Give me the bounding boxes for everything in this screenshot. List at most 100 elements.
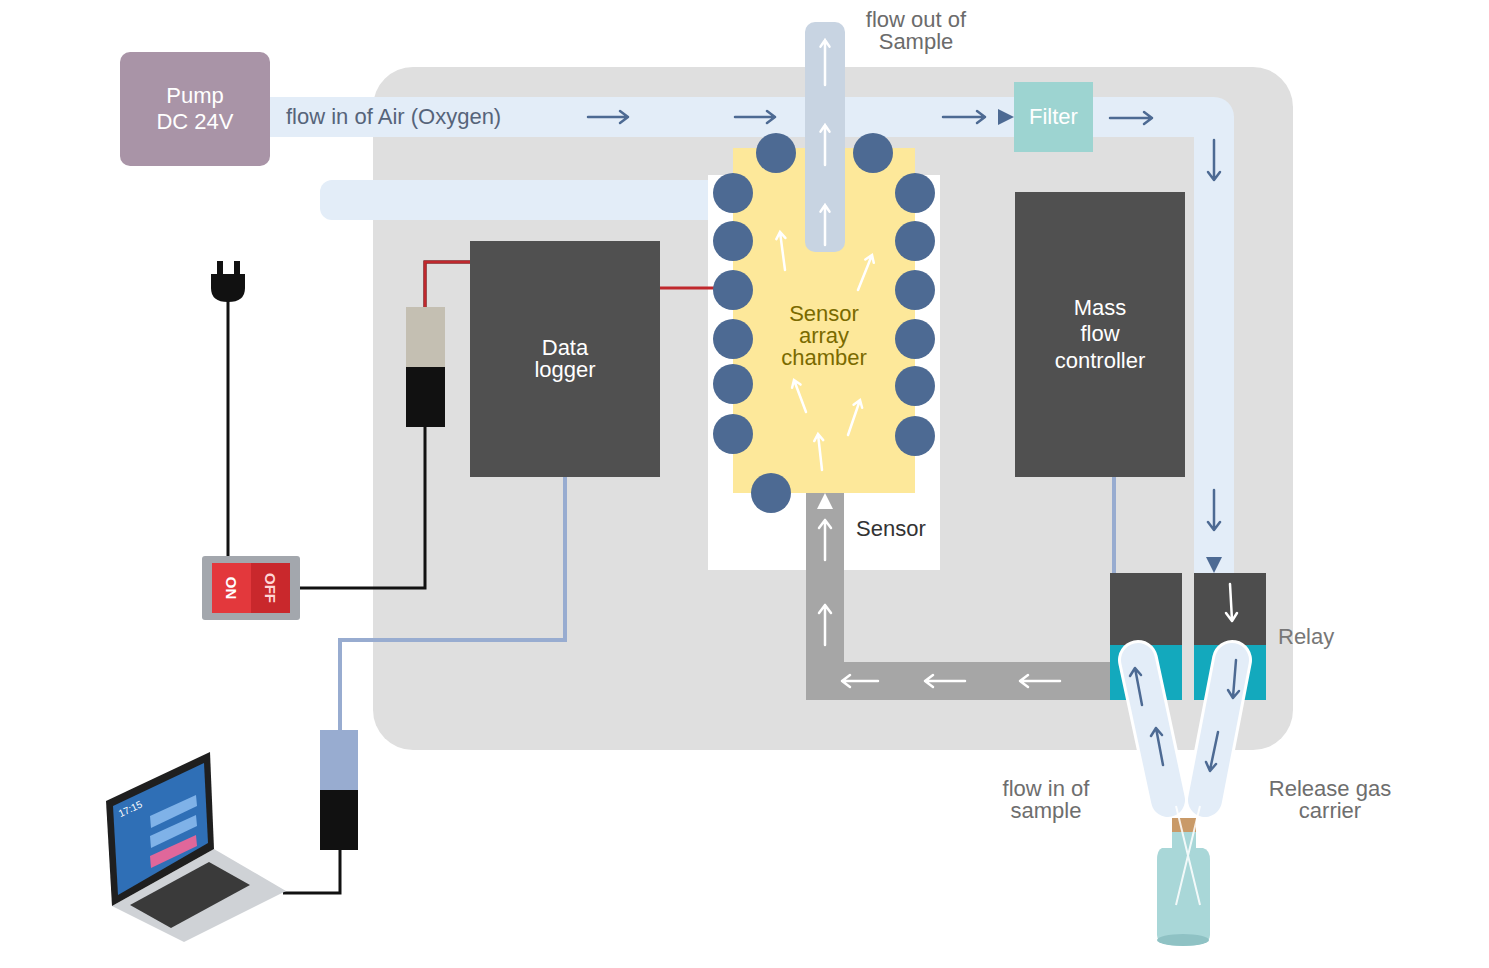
gas-sensor [853, 133, 893, 173]
plug-prong [217, 261, 223, 276]
flow-arrow [814, 434, 823, 470]
bottle-body [1157, 848, 1210, 946]
flow-arrow [1206, 732, 1218, 771]
outflow-label: flow out of Sample [851, 9, 981, 53]
usb-plug [320, 730, 358, 790]
gas-sensor [895, 173, 935, 213]
gas-sensor [895, 366, 935, 406]
flow-arrow [1110, 112, 1152, 124]
gas-sensor [713, 173, 753, 213]
plug-prong [234, 261, 240, 276]
gas-sensor [713, 270, 753, 310]
usb-cable [340, 477, 565, 730]
node-label: Relay [1278, 626, 1334, 648]
flow-arrow [819, 605, 831, 645]
chamber-parts [713, 22, 935, 513]
pump-box: Pump DC 24V [120, 52, 270, 166]
flow-arrow [792, 380, 806, 412]
sensor-label: Sensor [856, 518, 926, 540]
flow-arrow [820, 40, 829, 85]
flow-pipe [270, 97, 1014, 137]
bottle-base [1157, 934, 1209, 946]
relay-coil [1110, 573, 1182, 645]
power-adapter [406, 307, 445, 367]
flow-arrow [858, 255, 874, 290]
flow-arrow [776, 232, 785, 270]
text-group: Sensor array chamber [774, 303, 874, 369]
flow-arrow [1208, 490, 1220, 530]
flow-arrow [819, 520, 831, 560]
switch-label: ON [224, 577, 239, 600]
release-label: Release gas carrier [1260, 778, 1400, 822]
text-group: Data logger [525, 337, 605, 381]
wire [300, 262, 470, 588]
gas-sensor [895, 416, 935, 456]
gas-sensor [751, 473, 791, 513]
gas-sensor [713, 221, 753, 261]
gas-sensor [895, 221, 935, 261]
gas-sensor [895, 319, 935, 359]
flow-label: flow in of Air (Oxygen) [282, 104, 505, 130]
node-label: Filter [1029, 106, 1078, 128]
wire [1112, 477, 1116, 573]
text-group: Filter [1029, 106, 1078, 128]
flow-arrow [1208, 140, 1220, 180]
carrier-tube [1205, 660, 1232, 800]
flow-arrow [735, 111, 775, 123]
power-wire [425, 262, 470, 307]
flow-arrow [848, 400, 862, 435]
laptop-frame [106, 752, 214, 906]
bottle-tube [1176, 806, 1200, 905]
inflow-label: flow in of sample [986, 778, 1106, 822]
relay-coil [1194, 573, 1266, 645]
tube-outline [1138, 660, 1168, 800]
plug-body [211, 274, 245, 302]
flow-arrow [820, 205, 829, 245]
flow-arrow [925, 675, 965, 687]
relay-arrow [1226, 584, 1237, 621]
pipe-arrows [819, 520, 1237, 687]
outflow-pipe [805, 22, 845, 252]
exhaust-pipe [320, 180, 730, 220]
gas-sensor [895, 270, 935, 310]
clock-text: 17:15 [117, 799, 144, 819]
tube-outline [1205, 660, 1232, 800]
laptop-screen [113, 763, 208, 895]
sample-tube [1138, 660, 1168, 800]
gas-sensor [713, 319, 753, 359]
node-label: Mass flow controller [1054, 295, 1146, 374]
node-label: Data logger [525, 337, 605, 381]
bottle-cork [1172, 818, 1196, 832]
relay-group: Relay [1110, 573, 1266, 700]
gas-sensor [756, 133, 796, 173]
flow-arrow [1130, 668, 1142, 705]
gas-sensor [713, 414, 753, 454]
flow-pipe [825, 493, 1110, 681]
flow-arrow [943, 111, 985, 123]
flow-arrow [1228, 660, 1239, 698]
power-cord [227, 300, 230, 556]
power-switch: ON OFF [202, 556, 300, 620]
laptop-cable [283, 850, 340, 893]
flow-arrow [1151, 728, 1163, 765]
filter-box: Filter [1014, 82, 1093, 152]
text-group: Pump DC 24V [151, 83, 239, 136]
screen-widget [150, 835, 197, 868]
usb-plug [320, 790, 358, 850]
sensor-chamber: Sensor array chamber [733, 148, 915, 493]
node-label: Pump DC 24V [151, 83, 239, 136]
node-label: Sensor array chamber [774, 303, 874, 369]
switch-label: OFF [263, 573, 278, 603]
power-adapter [406, 367, 445, 427]
flow-arrow [1020, 675, 1060, 687]
gas-sensor [713, 364, 753, 404]
text-group: Mass flow controller [1054, 295, 1146, 374]
data-logger-box: Data logger [470, 241, 660, 477]
mass-flow-controller-box: Mass flow controller [1015, 192, 1185, 477]
flow-arrow [588, 111, 628, 123]
flow-arrow [842, 675, 878, 687]
flow-arrow [820, 125, 829, 165]
flow-arrows [588, 111, 1239, 771]
